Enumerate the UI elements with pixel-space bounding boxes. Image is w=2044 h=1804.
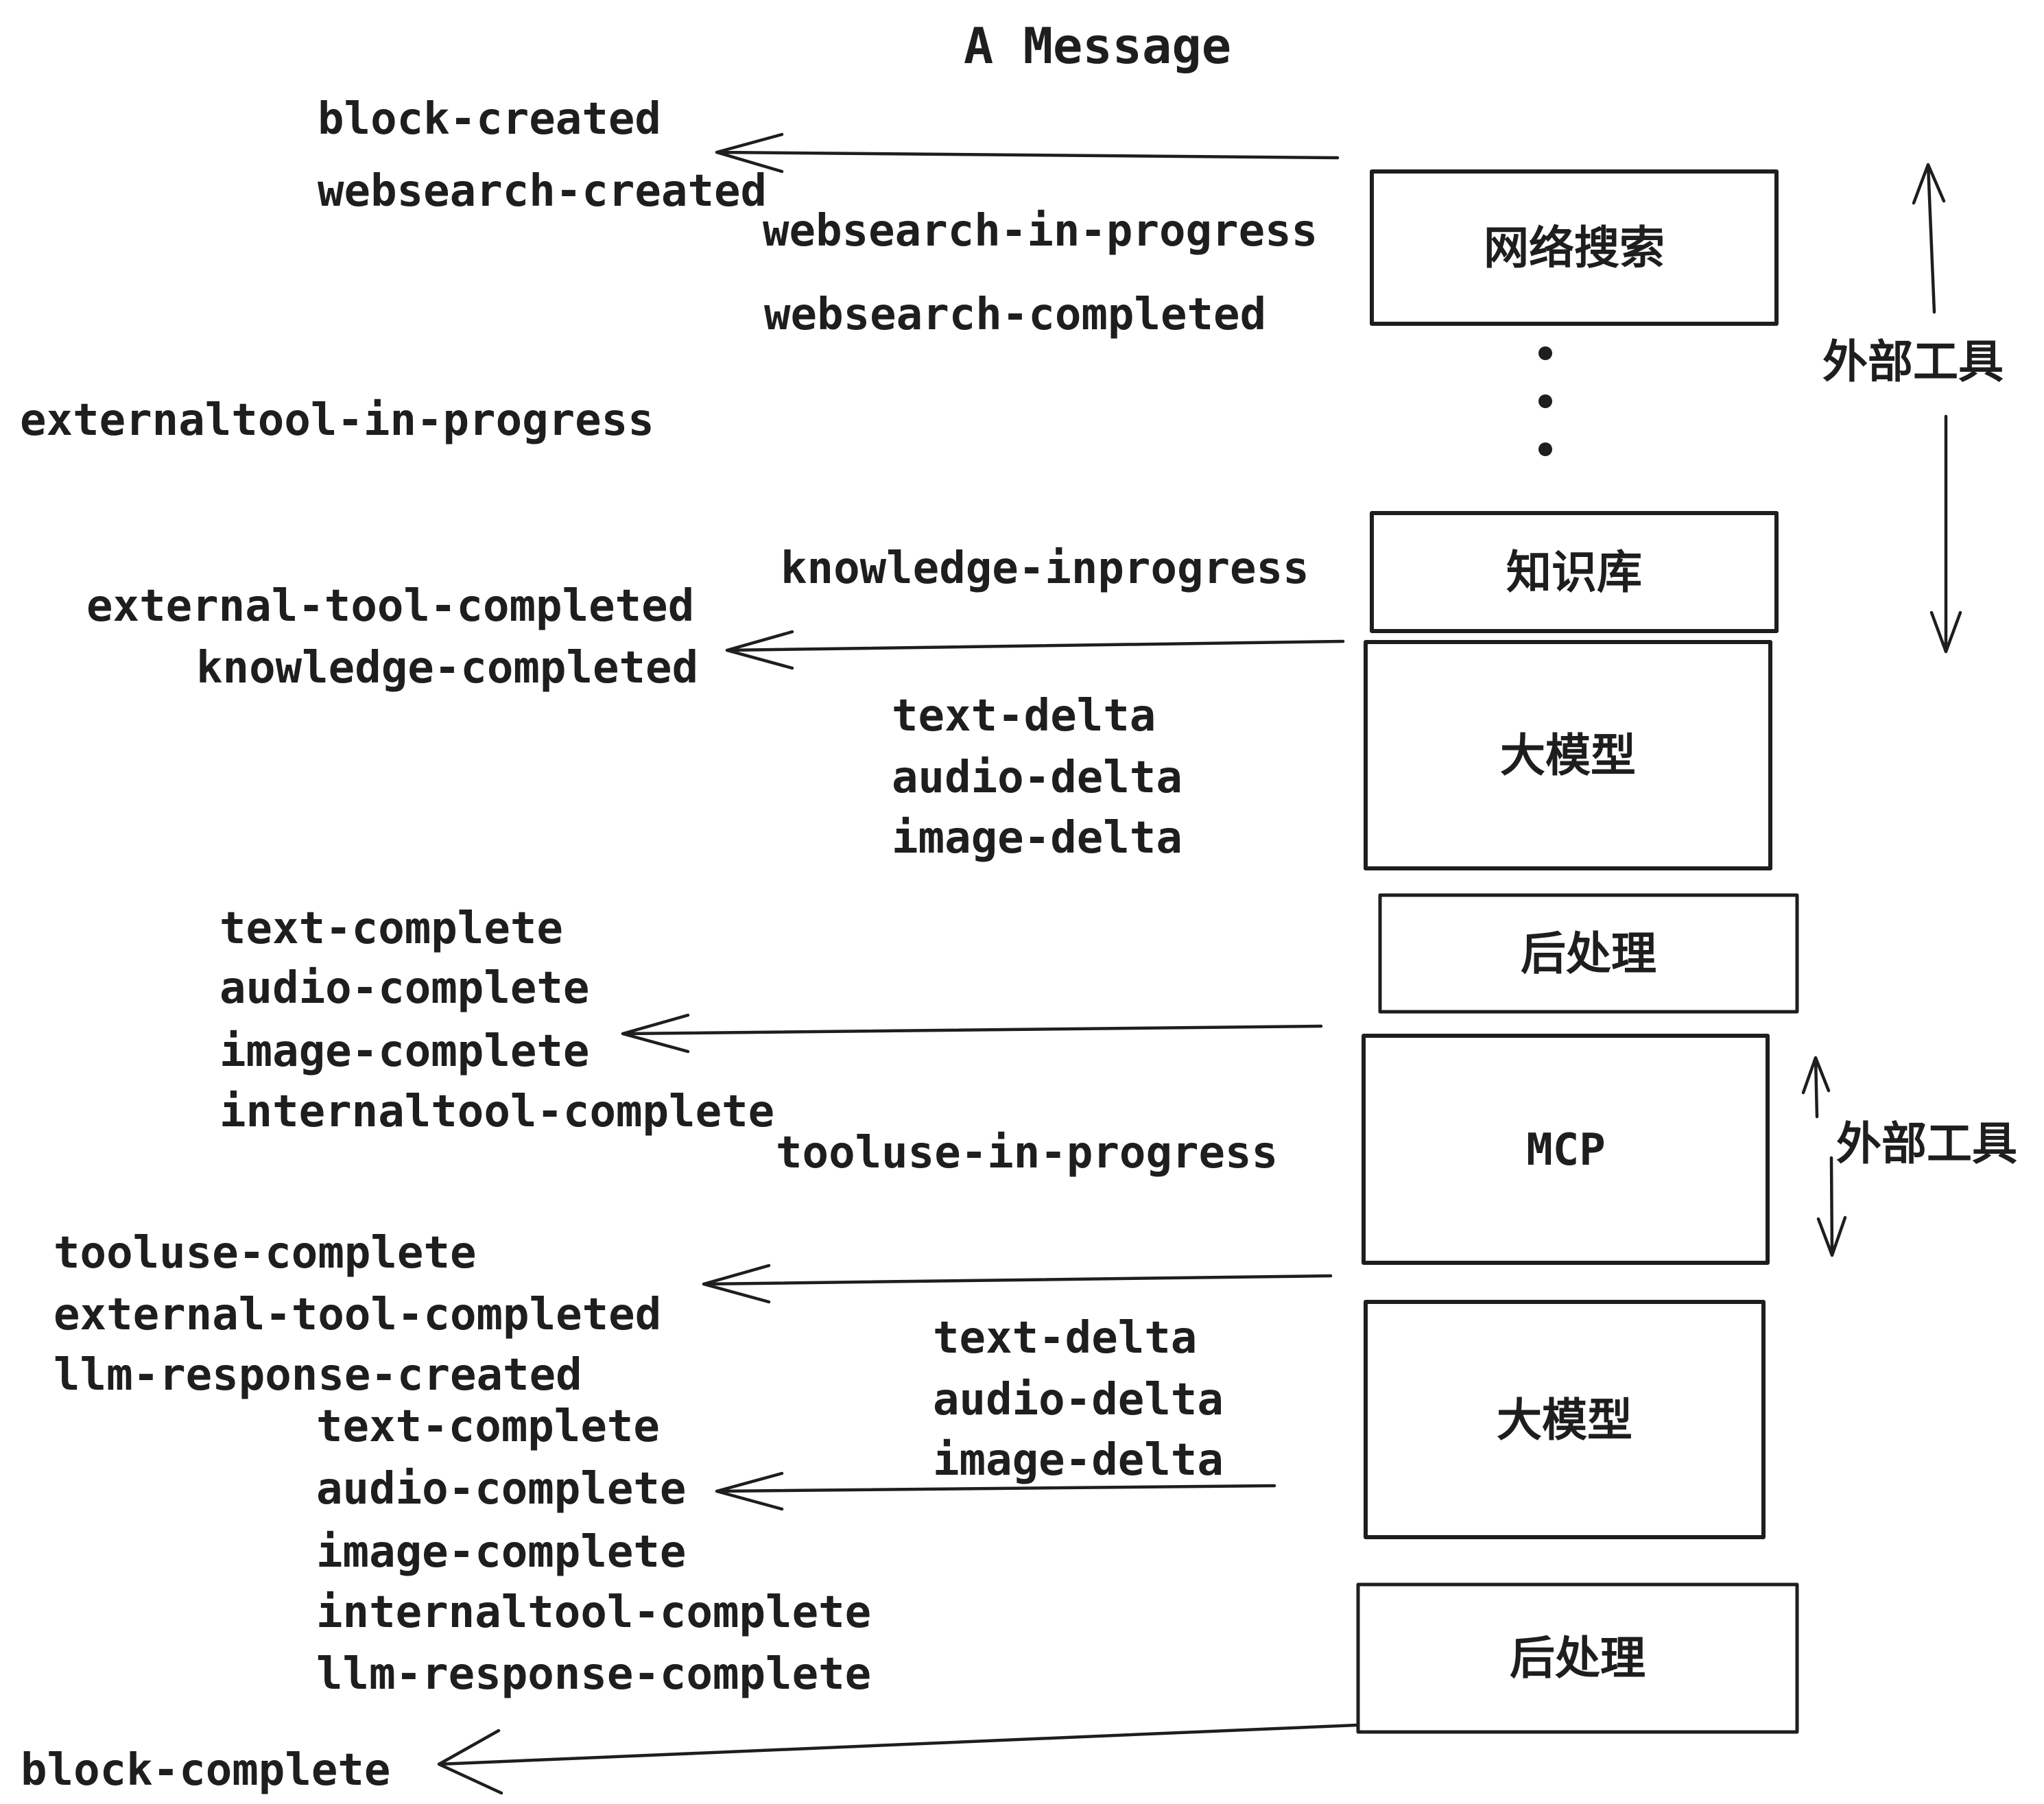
down-arrow-icon [1929, 414, 1962, 654]
event-image-delta: image-delta [933, 1435, 1224, 1486]
box-llm-1-label: 大模型 [1500, 729, 1636, 782]
box-llm-2-label: 大模型 [1497, 1394, 1632, 1447]
event-websearch-completed: websearch-completed [764, 289, 1266, 340]
arrow-postprocess-to-block-complete-icon [437, 1723, 1359, 1795]
box-mcp [1362, 1034, 1770, 1265]
event-external-tool-completed: external-tool-completed [86, 581, 694, 632]
diagram-title: A Message [964, 17, 1231, 75]
arrow-knowledge-to-completed-icon [725, 630, 1345, 670]
up-arrow-icon [1912, 163, 1946, 314]
up-arrow-icon [1801, 1056, 1831, 1119]
event-audio-delta: audio-delta [892, 752, 1183, 803]
arrow-llm2-to-complete-icon [715, 1471, 1276, 1511]
box-mcp-label: MCP [1526, 1125, 1606, 1176]
event-websearch-created: websearch-created [318, 166, 767, 217]
event-block-created: block-created [318, 94, 661, 145]
down-arrow-icon [1816, 1156, 1847, 1257]
side-label-external-tool-top: 外部工具 [1822, 335, 2004, 388]
box-knowledge [1370, 511, 1779, 633]
event-audio-delta: audio-delta [933, 1375, 1224, 1425]
event-image-complete: image-complete [316, 1527, 686, 1578]
event-llm-response-complete: llm-response-complete [316, 1649, 871, 1700]
box-llm-1 [1364, 640, 1772, 870]
event-text-complete: text-complete [316, 1401, 660, 1452]
box-postprocess-2 [1356, 1582, 1799, 1734]
box-websearch [1370, 169, 1779, 326]
event-audio-complete: audio-complete [219, 963, 589, 1014]
event-text-delta: text-delta [892, 691, 1156, 741]
dot-icon [1538, 346, 1552, 360]
event-llm-response-created: llm-response-created [54, 1350, 582, 1401]
side-label-external-tool-bottom: 外部工具 [1836, 1117, 2017, 1170]
event-internaltool-complete: internaltool-complete [316, 1587, 871, 1638]
event-image-complete: image-complete [219, 1026, 589, 1077]
dot-icon [1538, 394, 1552, 408]
box-postprocess-2-label: 后处理 [1510, 1632, 1645, 1685]
dot-icon [1538, 442, 1552, 456]
event-knowledge-inprogress: knowledge-inprogress [781, 543, 1309, 594]
event-internaltool-complete: internaltool-complete [219, 1087, 774, 1137]
event-tooluse-complete: tooluse-complete [54, 1228, 477, 1279]
box-postprocess-1-label: 后处理 [1521, 927, 1656, 980]
arrow-websearch-to-created-icon [715, 132, 1340, 174]
event-knowledge-completed: knowledge-completed [196, 643, 698, 693]
event-external-tool-completed: external-tool-completed [54, 1290, 661, 1340]
event-externaltool-in-progress: externaltool-in-progress [20, 395, 654, 446]
event-websearch-in-progress: websearch-in-progress [763, 206, 1318, 257]
box-llm-2 [1364, 1300, 1766, 1539]
event-audio-complete: audio-complete [316, 1464, 686, 1515]
event-text-complete: text-complete [219, 903, 563, 954]
arrow-mcp-to-tooluse-icon [702, 1263, 1333, 1304]
ellipsis-dots [1538, 346, 1552, 456]
arrow-llm1-to-complete-icon [621, 1013, 1323, 1054]
event-block-complete: block-complete [21, 1745, 390, 1796]
event-tooluse-in-progress: tooluse-in-progress [776, 1128, 1278, 1178]
box-websearch-label: 网络搜索 [1484, 222, 1665, 274]
box-knowledge-label: 知识库 [1506, 546, 1642, 599]
event-image-delta: image-delta [892, 813, 1183, 864]
event-text-delta: text-delta [933, 1313, 1197, 1364]
box-postprocess-1 [1378, 893, 1799, 1014]
